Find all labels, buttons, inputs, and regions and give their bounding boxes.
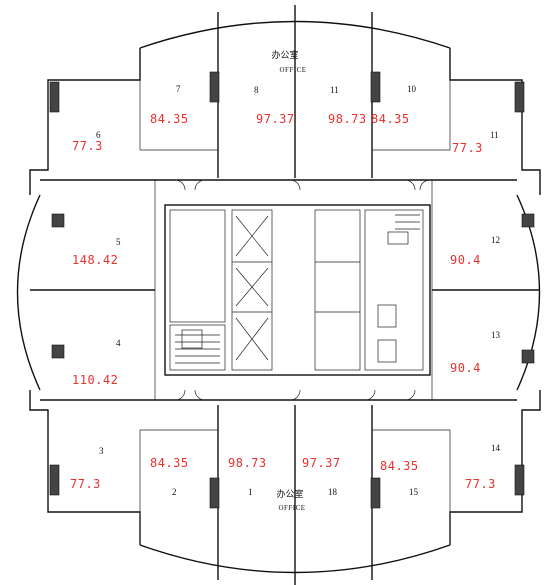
west-facade-curve [16, 194, 41, 391]
stair-treads-east [395, 214, 420, 230]
structural-column [51, 213, 65, 228]
outer-wall-se [449, 390, 541, 545]
unit-number: 1 [248, 487, 253, 497]
unit-number: 7 [176, 84, 181, 94]
core-fixture [181, 329, 203, 349]
elevator-cross [235, 215, 269, 361]
unit-number: 5 [116, 237, 121, 247]
unit-area: 84.35 [150, 112, 189, 126]
unit-area: 77.3 [72, 139, 103, 153]
stair-treads [175, 334, 220, 364]
unit-number: 2 [172, 487, 177, 497]
structural-column [370, 477, 381, 509]
unit-area: 97.37 [302, 456, 341, 470]
unit-number: 3 [99, 446, 104, 456]
unit-area: 98.73 [228, 456, 267, 470]
west-stair-lower [169, 324, 226, 371]
unit-area: 84.35 [371, 112, 410, 126]
unit-area: 98.73 [328, 112, 367, 126]
office-label-en-south: OFFICE [278, 504, 305, 512]
structural-column [521, 213, 535, 228]
unit-number: 15 [409, 487, 419, 497]
outer-wall-nw [29, 48, 141, 195]
unit-number: 6 [96, 130, 101, 140]
structural-column [209, 71, 220, 103]
unit-area: 84.35 [380, 459, 419, 473]
structural-column [49, 464, 60, 496]
door-swing [174, 389, 416, 401]
core-outline [164, 204, 431, 376]
unit-area: 77.3 [70, 477, 101, 491]
unit-number: 4 [116, 338, 121, 348]
structural-column [514, 464, 525, 496]
office-label-cn-north: 办公室 [271, 49, 298, 61]
outer-wall-ne [449, 48, 541, 195]
structural-column [514, 81, 525, 113]
office-label-en-north: OFFICE [279, 66, 306, 74]
unit-area: 90.4 [450, 361, 481, 375]
unit-number: 18 [328, 487, 338, 497]
unit-number: 10 [407, 84, 417, 94]
outer-wall-sw [29, 390, 141, 545]
unit-area: 148.42 [72, 253, 118, 267]
unit-number: 8 [254, 85, 259, 95]
elevator-bank-east [314, 209, 361, 371]
core-fixture [387, 231, 409, 245]
unit-number: 11 [490, 130, 499, 140]
unit-area: 84.35 [150, 456, 189, 470]
unit-area: 90.4 [450, 253, 481, 267]
unit-area: 77.3 [465, 477, 496, 491]
core-fixture [377, 339, 397, 363]
structural-column [370, 71, 381, 103]
unit-area: 77.3 [452, 141, 483, 155]
structural-column [209, 477, 220, 509]
unit-number: 12 [491, 235, 500, 245]
structural-column [521, 349, 535, 364]
unit-area: 110.42 [72, 373, 118, 387]
west-stair [169, 209, 226, 323]
unit-area: 97.37 [256, 112, 295, 126]
core-fixture [377, 304, 397, 328]
elevator-bank-west [231, 209, 273, 371]
east-stair [364, 209, 424, 371]
structural-column [49, 81, 60, 113]
unit-number: 14 [491, 443, 501, 453]
door-swing [174, 179, 431, 191]
unit-number: 13 [491, 330, 501, 340]
unit-number: 11 [330, 85, 339, 95]
office-label-cn-south: 办公室 [276, 488, 303, 500]
structural-column [51, 344, 65, 359]
